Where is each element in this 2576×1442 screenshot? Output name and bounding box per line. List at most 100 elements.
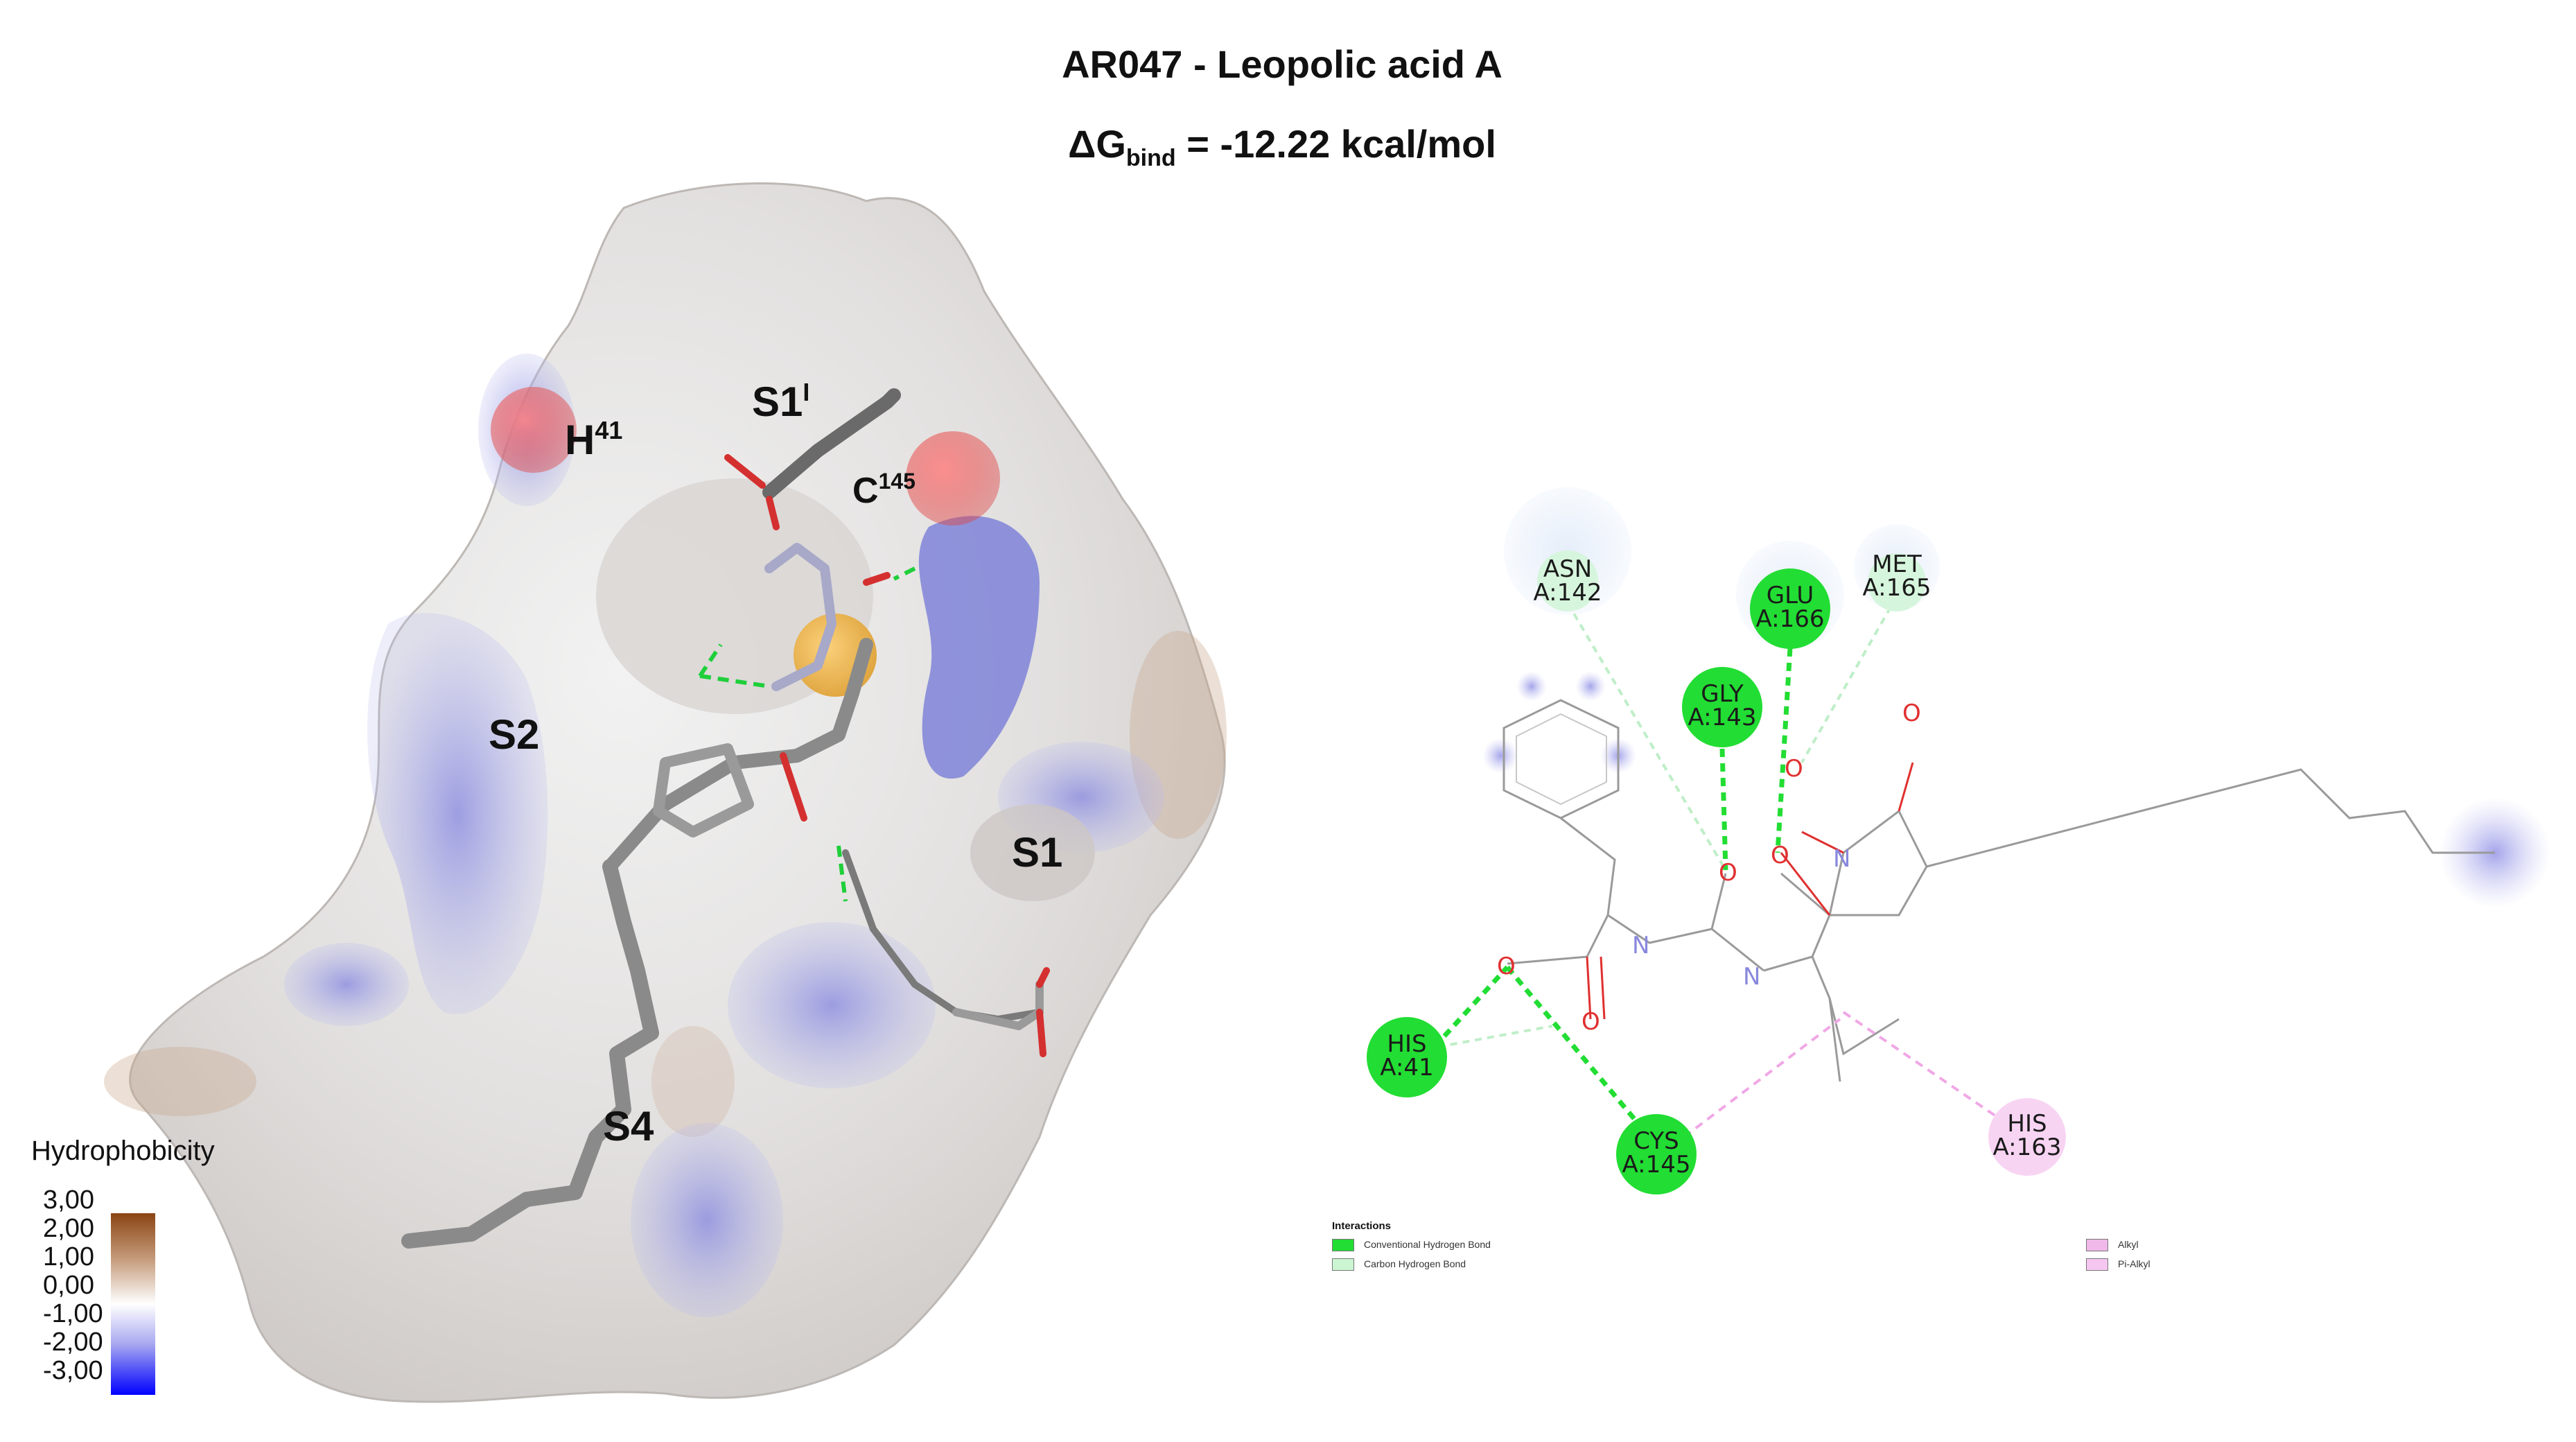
residue-circle <box>1750 568 1830 649</box>
hydrophilic-patch <box>631 1123 783 1317</box>
chbond-his41 <box>1437 1025 1553 1048</box>
colorbar-tick: 1,00 <box>43 1242 94 1271</box>
ligand-bond <box>1811 956 1900 1056</box>
residue-circle <box>1868 553 1926 611</box>
colorbar-tick: 2,00 <box>43 1214 94 1243</box>
alkyl-his163 <box>1842 1011 1997 1118</box>
oxygen-label: O <box>1719 859 1737 887</box>
site-label-c145: C145 <box>852 469 915 511</box>
ligand-alkyl-chain <box>1926 768 2495 868</box>
residue-circle <box>1367 1017 1447 1097</box>
ligand-phenyl-arm <box>762 388 901 499</box>
ligand-bond <box>1780 852 1831 916</box>
residue-name: HIS <box>1387 1030 1426 1058</box>
pi-alkyl-glow <box>1482 738 1518 774</box>
ligand-carbonyl <box>863 572 891 586</box>
residue-circle <box>1616 1114 1697 1195</box>
interactions-legend-title: Interactions <box>1332 1220 1392 1232</box>
hydrophobicity-legend-title: Hydrophobicity <box>31 1136 215 1166</box>
ligand-bond <box>1711 928 1764 972</box>
pi-alkyl-glow <box>1516 671 1547 702</box>
ligand-alkyl-chain <box>401 859 659 1249</box>
residue-cys145: CYS A:145 <box>1616 1114 1697 1195</box>
ligand-bond <box>1507 817 1616 965</box>
hbond-line <box>893 566 916 581</box>
legend-swatch-alkyl <box>2086 1239 2108 1251</box>
conventional-hbonds <box>1432 648 1793 1139</box>
ligand-sticks <box>401 388 1050 1249</box>
ligand-core <box>603 638 873 874</box>
ligand-hydroxyl <box>766 496 780 530</box>
hydrophilic-patch <box>918 516 1040 779</box>
residue-name: HIS <box>2007 1110 2047 1138</box>
ligand-bond <box>1801 831 1844 854</box>
atom-labels: O O O O O O N N N <box>1497 700 1921 1036</box>
residue-his163: HIS A:163 <box>1988 1098 2066 1176</box>
hydrophobic-patch <box>104 1047 256 1116</box>
residue-circle <box>1537 550 1598 611</box>
ligand-backbone <box>764 543 836 691</box>
colorbar-tick: -1,00 <box>43 1299 103 1328</box>
residue-glu166: GLU A:166 <box>1750 568 1830 649</box>
site-label-s1-prime: S1I <box>752 378 809 425</box>
cys145-oxygen-sphere <box>906 431 1000 525</box>
nitrogen-label: N <box>1743 963 1760 991</box>
residue-id: A:41 <box>1380 1054 1433 1082</box>
his41-oxygen-sphere <box>491 387 577 473</box>
hbond-line <box>836 845 848 902</box>
ligand-bond <box>1607 873 1727 944</box>
residue-met165: MET A:165 <box>1862 550 1931 611</box>
hydrophilic-patch <box>728 922 936 1088</box>
alkyl-cys145 <box>1683 1018 1841 1138</box>
site-label-s2: S2 <box>489 711 539 758</box>
site-label-s4: S4 <box>603 1103 654 1149</box>
legend-label: Conventional Hydrogen Bond <box>1364 1239 1491 1250</box>
residue-id: A:166 <box>1755 605 1824 633</box>
oxygen-label: O <box>1771 842 1789 869</box>
ligand-bond <box>1586 956 1592 1020</box>
hbond-cys145 <box>1505 965 1651 1139</box>
nitrogen-label: N <box>1833 845 1850 873</box>
hydrophobicity-colorbar <box>111 1213 155 1395</box>
colorbar-tick: 0,00 <box>43 1271 94 1300</box>
pyrrolidinone-ring <box>1828 809 1928 917</box>
ligand-bond <box>1600 956 1606 1020</box>
ligand-glu-tail <box>952 980 1044 1030</box>
ligand-carbonyl <box>1036 967 1050 988</box>
carbon-hbonds <box>1437 596 1898 1048</box>
residue-name: GLY <box>1701 680 1744 708</box>
residue-circle <box>1682 667 1762 747</box>
legend-swatch-pi-alkyl <box>2086 1258 2108 1271</box>
chbond-asn142 <box>1566 602 1727 871</box>
hbond-line <box>699 674 770 688</box>
oxygen-label: O <box>1785 755 1803 783</box>
ligand-ring <box>653 743 754 837</box>
pi-alkyl-glow <box>1575 671 1606 702</box>
binding-pocket-s1 <box>970 804 1095 901</box>
hbond-line <box>698 643 723 677</box>
residue-id: A:165 <box>1862 574 1931 602</box>
legend-swatch-carbon-hbond <box>1332 1258 1354 1271</box>
residue-name: CYS <box>1633 1127 1679 1155</box>
residue-circle <box>1988 1098 2066 1176</box>
legend-label: Carbon Hydrogen Bond <box>1364 1258 1466 1269</box>
ligand-2d-skeleton <box>1502 699 2495 1082</box>
delta-g-symbol: ΔG <box>1068 122 1126 166</box>
hydrophilic-patch <box>284 943 409 1026</box>
phenyl-inner <box>1516 713 1607 806</box>
legend-label: Pi-Alkyl <box>2118 1258 2150 1269</box>
hbond-his41 <box>1432 965 1509 1049</box>
oxygen-label: O <box>1902 700 1921 727</box>
ligand-hydroxyl <box>724 454 766 489</box>
delta-g-subscript: bind <box>1125 145 1176 172</box>
legend-swatch-conventional-hbond <box>1332 1239 1354 1251</box>
ligand-bond <box>1763 872 1831 972</box>
ligand-bond <box>1898 762 1914 812</box>
ligand-glu-chain <box>842 849 1043 1023</box>
figure-title: AR047 - Leopolic acid A <box>1062 42 1502 86</box>
residue-his41: HIS A:41 <box>1367 1017 1447 1097</box>
residue-asn142: ASN A:142 <box>1533 550 1602 611</box>
colorbar-tick: -2,00 <box>43 1328 103 1357</box>
residue-id: A:142 <box>1533 579 1602 607</box>
interaction-diagram: O O O O O O N N N ASN A:142 GLU A:166 ME… <box>1367 487 2550 1195</box>
